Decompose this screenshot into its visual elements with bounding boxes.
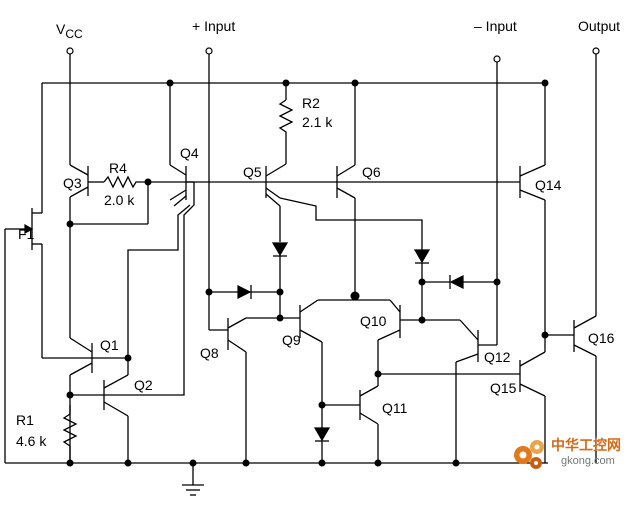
diode-q5 xyxy=(271,242,289,257)
q5-label: Q5 xyxy=(243,164,262,180)
q8-label: Q8 xyxy=(200,345,219,361)
r4-resistor xyxy=(103,175,148,189)
ground-junctions xyxy=(66,459,460,467)
watermark: 中华工控网 gkong.com xyxy=(509,433,634,475)
gear-icon xyxy=(514,440,544,469)
q2-transistor xyxy=(70,358,129,463)
q6-transistor xyxy=(336,83,356,296)
q10-label: Q10 xyxy=(360,313,387,329)
q11-transistor xyxy=(322,340,379,463)
q8-transistor xyxy=(227,317,280,463)
output-label: Output xyxy=(578,18,620,34)
q16-transistor xyxy=(573,54,597,463)
supply-rail xyxy=(41,52,545,205)
q16-label: Q16 xyxy=(588,330,615,346)
watermark-text: 中华工控网 xyxy=(551,437,621,453)
watermark-url: gkong.com xyxy=(561,455,615,467)
q3-transistor xyxy=(69,83,104,338)
r1-label: R1 xyxy=(16,412,34,428)
q12-transistor xyxy=(455,319,497,463)
diode-plus-input xyxy=(237,285,252,299)
minus-input-terminal xyxy=(493,55,501,63)
q11-label: Q11 xyxy=(382,400,408,416)
r2-value-label: 2.1 k xyxy=(302,114,333,130)
r2-resistor xyxy=(278,83,294,150)
q14-label: Q14 xyxy=(535,177,562,193)
q1-label: Q1 xyxy=(100,337,119,353)
f1-label: F1 xyxy=(18,226,35,242)
q15-transistor xyxy=(519,335,546,463)
vcc-terminal xyxy=(66,47,74,55)
f1-jfet xyxy=(20,205,92,359)
q5-transistor xyxy=(265,150,423,250)
ground-rail xyxy=(4,228,548,496)
diode-minus-input xyxy=(449,275,464,289)
q3-label: Q3 xyxy=(63,175,82,191)
q4-transistor xyxy=(104,83,195,396)
r4-value-label: 2.0 k xyxy=(104,192,135,208)
q12-label: Q12 xyxy=(484,349,511,365)
r1-resistor xyxy=(62,405,78,463)
output-terminal xyxy=(592,47,600,55)
r1-value-label: 4.6 k xyxy=(16,433,47,449)
r4-label: R4 xyxy=(109,160,127,176)
q2-label: Q2 xyxy=(134,377,153,393)
r2-label: R2 xyxy=(302,95,320,111)
q14-transistor xyxy=(519,83,546,335)
plus-input-label: + Input xyxy=(192,18,235,34)
diode-q10 xyxy=(413,249,431,264)
q1-transistor xyxy=(69,337,128,463)
q6-label: Q6 xyxy=(362,164,381,180)
q10-transistor xyxy=(377,299,460,341)
q15-label: Q15 xyxy=(490,380,517,396)
q9-label: Q9 xyxy=(282,332,301,348)
q4-label: Q4 xyxy=(180,145,199,161)
vcc-label: VCC xyxy=(56,21,83,41)
plus-input-terminal xyxy=(205,47,213,55)
minus-input-label: – Input xyxy=(474,18,517,34)
diode-q11 xyxy=(313,427,331,442)
